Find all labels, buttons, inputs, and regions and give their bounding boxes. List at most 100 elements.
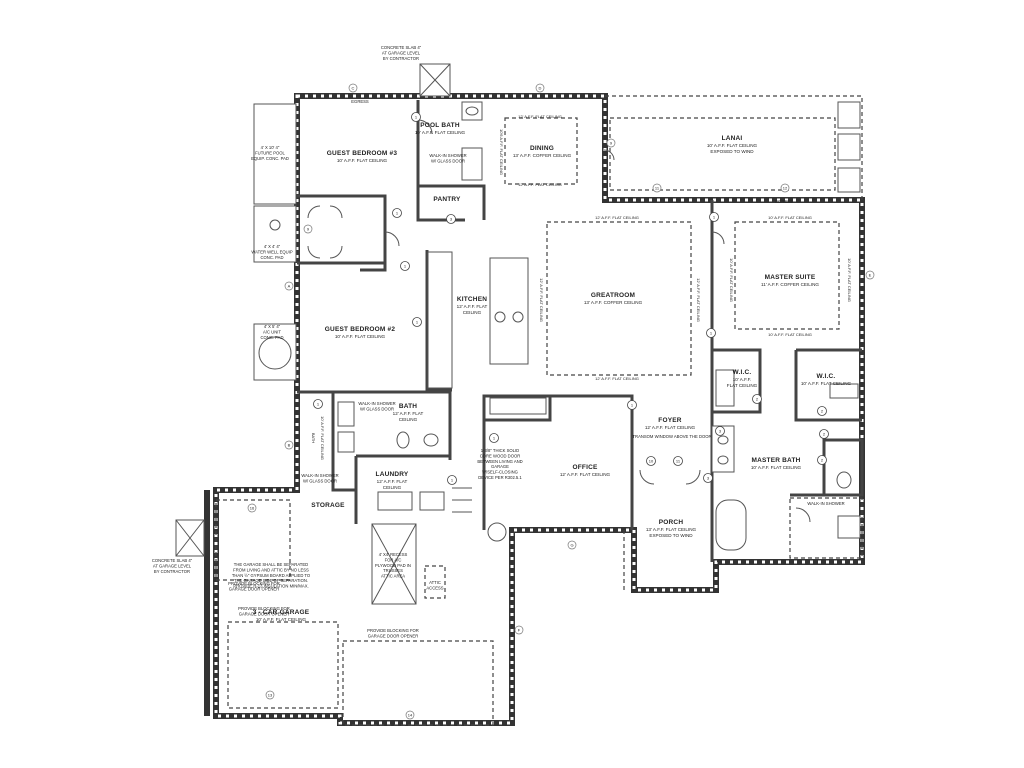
grid-tag-circle [303,224,313,234]
note-line: W/ GLASS DOOR [360,406,394,411]
exterior-pads [175,63,507,605]
note-line: ATTIC [429,580,441,585]
note-line: WALK-IN SHOWER [807,501,844,506]
note-egress-top: EGRESS [351,99,369,104]
note-line: W/ GLASS DOOR [431,158,465,163]
room-ceiling: 12' A.F.F. FLAT CEILING [645,425,696,430]
grid-tag: G [567,540,577,550]
room-ceiling-line-2: FLAT CEILING [727,383,758,388]
room-name: BATH [399,403,417,410]
callout-marker: 1 [447,475,457,485]
wic-1-shelf [715,369,735,407]
callout-number: 1 [396,211,399,216]
master-tub [715,499,747,551]
vl-kitchen: 12' A.F.F. FLAT CEILING [539,278,544,322]
callout-marker: 3 [715,426,725,436]
grid-tag-label: E [869,273,872,278]
note-line: EQUIP. CONC. PAD [251,156,289,161]
grid-tag-label: 12 [783,186,788,191]
master-toilet [836,471,852,489]
wic-2-shelf [829,383,859,399]
callout-circle [709,212,719,222]
grid-tag-label: 11 [655,186,660,191]
callout-number: 2 [823,432,826,437]
interior-walls [297,100,864,562]
room-name: W.I.C. [817,373,836,380]
room-ceiling: 13' A.F.F. COFFER CEILING [584,300,643,305]
note-line: GARAGE DOOR OPENER [368,633,419,638]
room-ceiling: 10' A.F.F. FLAT CEILING [256,617,307,622]
room-ceiling-line-2: EXPOSED TO WIND [649,533,693,538]
pool-equipment-pad [253,103,297,205]
callout-number: 3 [707,476,710,481]
vl-master-left: 10' A.F.F. FLAT CEILING [729,258,734,302]
note-line: BETWEEN LIVING AND [477,459,522,464]
callout-circle [489,433,499,443]
callout-marker: 3 [446,214,456,224]
grid-tag: 9 [303,224,313,234]
grid-tag-circle [567,540,577,550]
lanai-fridge [837,167,861,193]
callout-circle [412,317,422,327]
grid-tag-circle [780,183,790,193]
note-line: WALK-IN SHOWER [358,401,395,406]
room-name: FOYER [658,417,681,424]
vl-bath-left: BATH [311,433,316,443]
callout-number: 1 [404,264,407,269]
callout-number: 11 [676,459,681,464]
note-line: PROVIDE BLOCKING FOR [367,628,419,633]
callout-marker: 1 [709,212,719,222]
room-ceiling: 10' A.F.F. [733,377,752,382]
note-line: CONCRETE SLAB 4" [152,558,193,563]
note-line: EGRESS [775,199,793,204]
note-line: PROVIDE R-13 INSULATION MIN/MAX. [233,584,308,589]
note-line: PROVIDE BLOCKING FOR [228,581,280,586]
note-line: THE GARAGE SHALL BE SEPARATED [234,562,308,567]
fixtures [337,101,861,551]
room-name: GREATROOM [591,292,635,299]
note-line: WATER WELL EQUIP [251,249,292,254]
callout-number: 2 [756,397,759,402]
note-line: BY CONTRACTOR [383,56,419,61]
note-line: GARAGE DOOR OPENER [239,611,290,616]
note-walkin-shower-4: WALK-IN SHOWER [807,501,844,506]
laundry-sink [419,491,445,511]
note-line: GARAGE DOOR OPENER [229,586,280,591]
grid-tag-circle [247,503,257,513]
callout-number: 1 [493,436,496,441]
grid-tag: 13 [265,690,275,700]
callout-circle [703,473,713,483]
room-name: GUEST BEDROOM #3 [327,150,398,157]
cl-master-top: 10' A.F.F. FLAT CEILING [768,215,812,220]
callout-number: 3 [450,217,453,222]
grid-tag-circle [348,83,358,93]
grid-tag: 12 [780,183,790,193]
callout-circle [706,328,716,338]
grid-tag-label: C [352,86,355,91]
grid-tag: C [348,83,358,93]
note-line: A/C UNIT [263,329,281,334]
room-guest-bedroom-3: GUEST BEDROOM #310' A.F.F. FLAT CEILING [327,150,398,163]
callout-marker: 1 [392,208,402,218]
kitchen-island [489,257,529,365]
grid-tag-circle [652,183,662,193]
room-name: W.I.C. [733,369,752,376]
note-transom: TRANSOM WINDOW ABOVE THE DOOR [632,434,711,439]
note-line: ATTIC AREA [381,574,405,579]
callout-marker: 1 [489,433,499,443]
note-line: CONCRETE SLAB 4" [381,45,422,50]
note-line: PLYWOOD PAD IN [375,563,411,568]
note-line: CONC. PAD [261,255,284,260]
callout-circle [817,406,827,416]
room-name: OFFICE [572,464,597,471]
room-ceiling: 13' A.F.F. COFFER CEILING [513,153,572,158]
